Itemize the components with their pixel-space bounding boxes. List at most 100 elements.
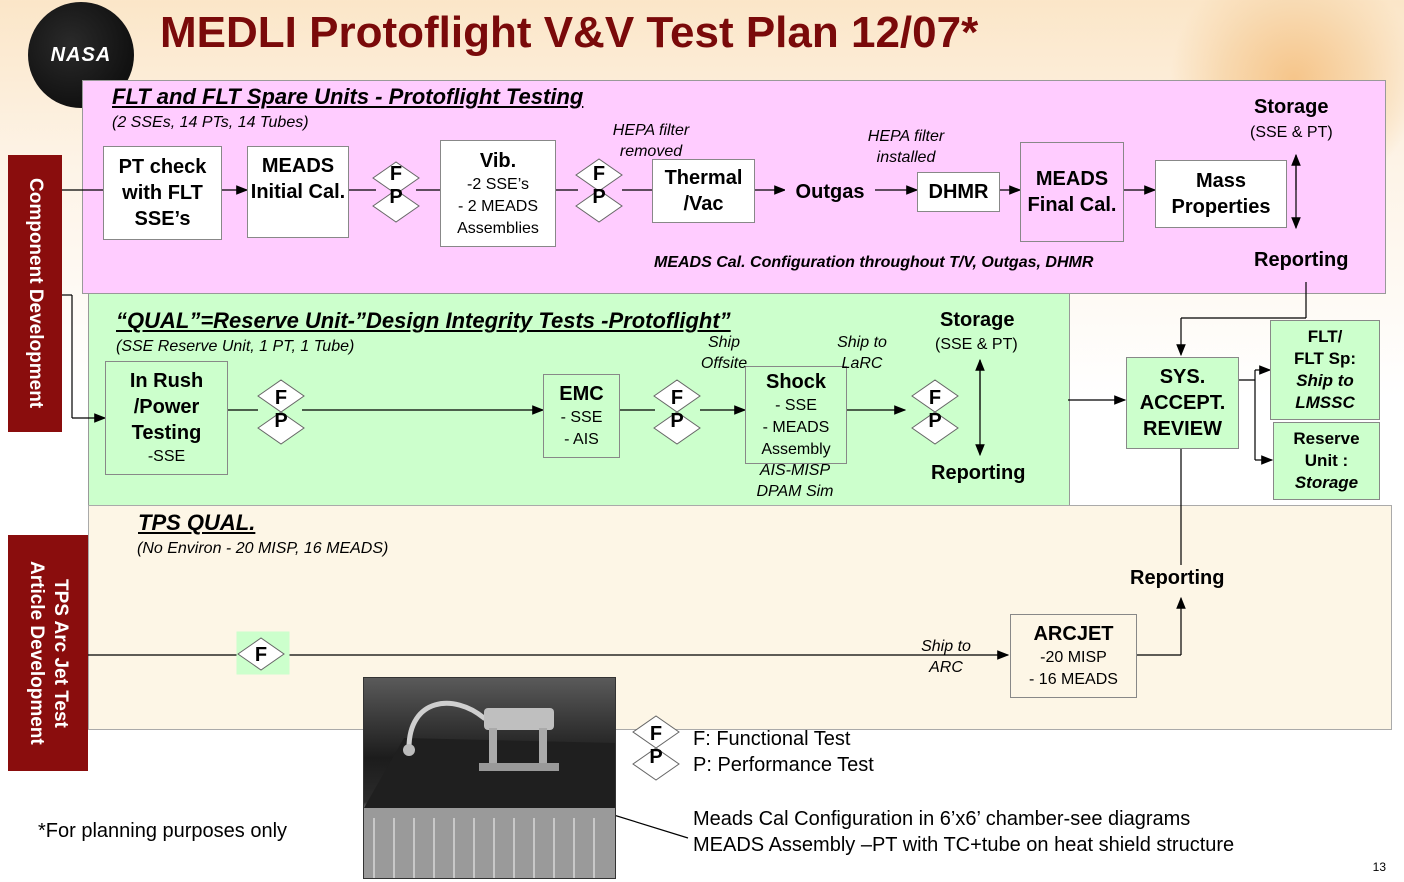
- emc-title: EMC: [559, 383, 604, 405]
- nasa-logo-text: NASA: [50, 43, 112, 66]
- flt-sp-line-4: LMSSC: [1295, 393, 1355, 412]
- shock-line-1: - SSE: [775, 397, 817, 414]
- dhmr-box: DHMR: [917, 172, 1000, 212]
- meads-assembly-photo: [363, 677, 616, 879]
- ship-arc-note: Ship to ARC: [912, 636, 980, 678]
- meads-config-note: MEADS Cal. Configuration throughout T/V,…: [654, 254, 1094, 271]
- flt-fp-2: F P: [578, 158, 620, 214]
- qual-reporting-label: Reporting: [931, 462, 1026, 484]
- vib-line-3: Assemblies: [457, 219, 539, 237]
- ship-offsite-line-2: Offsite: [700, 355, 748, 372]
- sys-line-3: REVIEW: [1143, 418, 1222, 440]
- hepa-removed-note: HEPA filter removed: [598, 120, 704, 162]
- sidebar-component-development: Component Development: [8, 155, 62, 432]
- meads-final-line-1: MEADS: [1035, 168, 1109, 190]
- f-label: F: [592, 163, 606, 185]
- flt-fp-1: F P: [375, 158, 417, 214]
- footnote: *For planning purposes only: [38, 820, 288, 842]
- f-label: F: [649, 723, 663, 745]
- ship-arc-line-1: Ship to: [921, 638, 971, 655]
- sys-line-1: SYS.: [1159, 366, 1206, 388]
- mass-line-2: Properties: [1171, 196, 1271, 218]
- page-number: 13: [1372, 860, 1386, 874]
- tps-f-diamond: F: [240, 640, 282, 670]
- flt-sp-line-1: FLT/: [1307, 327, 1343, 346]
- flt-storage-sub: (SSE & PT): [1250, 124, 1333, 141]
- shock-title: Shock: [765, 371, 827, 393]
- p-label: P: [389, 186, 403, 208]
- flt-reporting-label: Reporting: [1254, 249, 1349, 271]
- inrush-line-2: /Power: [133, 396, 200, 418]
- hepa-removed-line-2: removed: [619, 143, 683, 160]
- p-label: P: [274, 410, 288, 432]
- shock-line-2: - MEADS: [762, 419, 830, 436]
- outgas-box: Outgas: [785, 172, 875, 212]
- sidebar-tps-label: TPS Arc Jet Test Article Development: [24, 561, 72, 745]
- photo-illustration: [364, 700, 615, 878]
- emc-box: EMC - SSE - AIS: [543, 374, 620, 458]
- shock-box: Shock - SSE - MEADS Assembly: [745, 366, 847, 464]
- ais-misp-note: AIS-MISP DPAM Sim: [745, 460, 845, 502]
- p-label: P: [670, 410, 684, 432]
- f-label: F: [670, 387, 684, 409]
- outgas-label: Outgas: [795, 181, 865, 203]
- meads-initial-cal-box: MEADS Initial Cal.: [247, 146, 349, 238]
- qual-storage-label: Storage: [940, 309, 1015, 331]
- sidebar-tps-development: TPS Arc Jet Test Article Development: [8, 535, 88, 771]
- sidebar-tps-line-2: Article Development: [26, 561, 47, 745]
- pt-check-box: PT check with FLT SSE’s: [103, 146, 222, 240]
- qual-fp-3: F P: [914, 382, 956, 438]
- emc-line-1: - SSE: [560, 409, 603, 426]
- qual-section-subtitle: (SSE Reserve Unit, 1 PT, 1 Tube): [116, 338, 355, 355]
- reserve-line-2: Unit :: [1304, 451, 1349, 470]
- tps-reporting-label: Reporting: [1130, 567, 1225, 589]
- flt-storage-label: Storage: [1254, 96, 1329, 118]
- f-label: F: [254, 643, 268, 666]
- reserve-unit-storage-box: Reserve Unit : Storage: [1273, 422, 1380, 500]
- f-label: F: [389, 163, 403, 185]
- hepa-installed-note: HEPA filter installed: [850, 126, 962, 168]
- qual-section-title: “QUAL”=Reserve Unit-”Design Integrity Te…: [116, 308, 731, 333]
- inrush-line-1: In Rush: [129, 370, 204, 392]
- ship-larc-note: Ship to LaRC: [828, 332, 896, 374]
- shock-line-3: Assembly: [761, 441, 831, 458]
- ship-arc-line-2: ARC: [929, 659, 963, 676]
- meads-initial-line-1: MEADS: [261, 155, 335, 177]
- ship-larc-line-1: Ship to: [837, 334, 887, 351]
- tps-section-panel: [88, 505, 1392, 730]
- mass-properties-box: Mass Properties: [1155, 160, 1287, 228]
- mass-line-1: Mass: [1195, 170, 1247, 192]
- vib-line-2: - 2 MEADS: [457, 197, 538, 215]
- qual-storage-sub: (SSE & PT): [935, 336, 1018, 353]
- sidebar-component-label: Component Development: [25, 178, 46, 409]
- hepa-installed-line-1: HEPA filter: [867, 128, 945, 145]
- inrush-line-3: Testing: [131, 422, 202, 444]
- dhmr-label: DHMR: [928, 181, 989, 203]
- photo-caption: Meads Cal Configuration in 6’x6’ chamber…: [693, 806, 1234, 858]
- f-label: F: [274, 387, 288, 409]
- legend-fp-diamond: F P: [635, 718, 677, 774]
- qual-fp-2: F P: [656, 382, 698, 438]
- ship-larc-line-2: LaRC: [841, 355, 883, 372]
- ship-offsite-note: Ship Offsite: [690, 332, 758, 374]
- meads-final-line-2: Final Cal.: [1027, 194, 1117, 216]
- meads-initial-line-2: Initial Cal.: [250, 181, 346, 203]
- sidebar-tps-line-1: TPS Arc Jet Test: [50, 578, 71, 728]
- sys-line-2: ACCEPT.: [1139, 392, 1226, 414]
- arcjet-line-1: -20 MISP: [1040, 649, 1107, 666]
- tps-section-title: TPS QUAL.: [138, 510, 256, 535]
- reserve-line-1: Reserve: [1293, 429, 1360, 448]
- ship-offsite-line-1: Ship: [707, 334, 741, 351]
- flt-ship-lmssc-box: FLT/ FLT Sp: Ship to LMSSC: [1270, 320, 1380, 420]
- pt-check-line-2: with FLT: [122, 182, 203, 204]
- legend-p-text: P: Performance Test: [693, 754, 874, 776]
- reserve-line-3: Storage: [1294, 473, 1359, 492]
- hepa-removed-line-1: HEPA filter: [612, 122, 690, 139]
- qual-fp-1: F P: [260, 382, 302, 438]
- ais-misp-line-1: AIS-MISP: [759, 462, 831, 479]
- tps-section-subtitle: (No Environ - 20 MISP, 16 MEADS): [137, 540, 389, 557]
- legend-f-text: F: Functional Test: [693, 728, 851, 750]
- vib-title: Vib.: [479, 149, 517, 172]
- f-label: F: [928, 387, 942, 409]
